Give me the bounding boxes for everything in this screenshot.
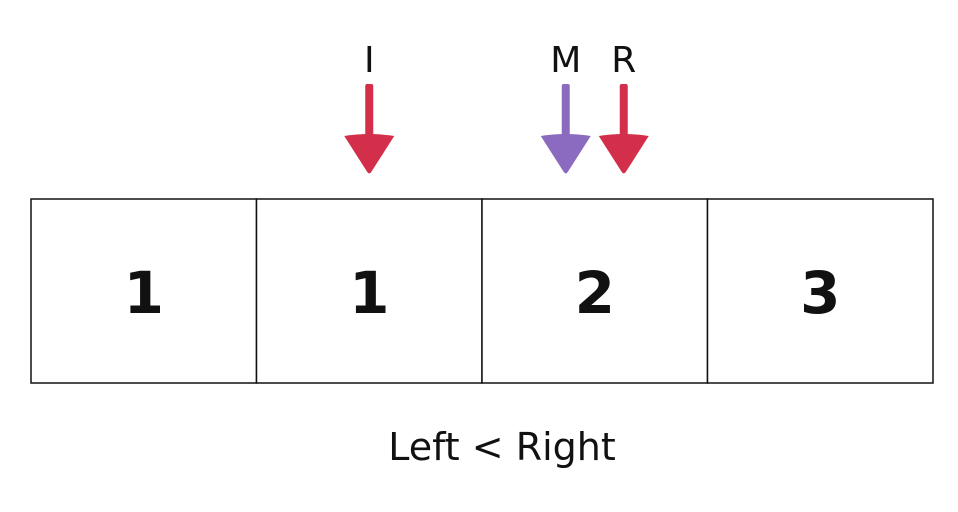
cell-box xyxy=(481,198,709,384)
array-cell-3: 3 xyxy=(706,198,934,384)
arrow-shaft xyxy=(619,84,628,138)
cell-value: 2 xyxy=(575,259,615,327)
pointer-label: M xyxy=(550,40,581,81)
array-cells: 1 1 2 3 xyxy=(30,198,934,384)
arrow-down-icon xyxy=(540,134,591,174)
cell-value: 1 xyxy=(349,259,389,327)
caption-text: Left < Right xyxy=(388,425,616,469)
array-cell-2: 2 xyxy=(481,198,709,384)
cell-box xyxy=(255,198,483,384)
cell-box xyxy=(30,198,258,384)
cell-box xyxy=(706,198,934,384)
arrow-shaft xyxy=(365,84,374,138)
cell-value: 1 xyxy=(124,259,164,327)
pointer-r: R xyxy=(598,40,649,174)
array-cell-1: 1 xyxy=(255,198,483,384)
arrow-down-icon xyxy=(598,134,649,174)
arrow-down-icon xyxy=(344,134,395,174)
pointer-label: R xyxy=(611,40,636,81)
array-cell-0: 1 xyxy=(30,198,258,384)
pointer-label: I xyxy=(364,40,375,81)
cell-value: 3 xyxy=(800,259,840,327)
pointer-m: M xyxy=(540,40,591,174)
pointer-i: I xyxy=(344,40,395,174)
arrow-shaft xyxy=(561,84,570,138)
